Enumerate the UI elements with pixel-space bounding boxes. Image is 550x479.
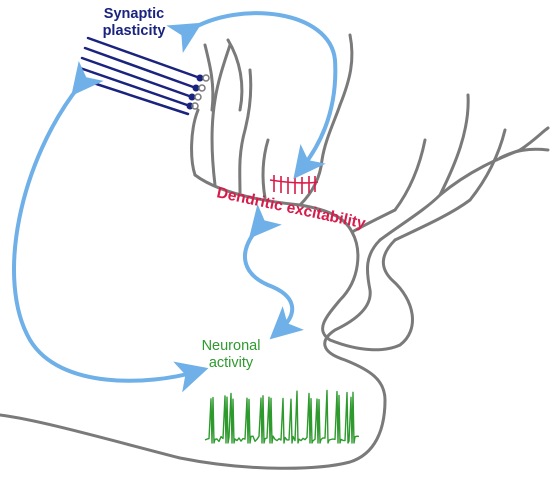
dendritic-excitability-label: Dendritic excitability: [215, 184, 367, 232]
synaptic-plasticity-label-line1: Synaptic: [104, 6, 164, 22]
arrow-synaptic-neuronal: [12, 60, 209, 393]
synaptic-plasticity-label-line2: plasticity: [103, 23, 166, 39]
neuron-outline: [0, 33, 550, 470]
arrow-dendritic-neuronal: [242, 203, 305, 340]
synapse-terminals: [186, 74, 204, 110]
neuronal-activity-label-line2: activity: [209, 355, 254, 371]
arrow-synaptic-dendritic: [166, 11, 338, 180]
spike-train: [204, 389, 360, 444]
axon-bundle: [76, 36, 202, 116]
neuronal-activity-label-line1: Neuronal: [202, 338, 261, 354]
feedback-arrows: [12, 11, 338, 393]
